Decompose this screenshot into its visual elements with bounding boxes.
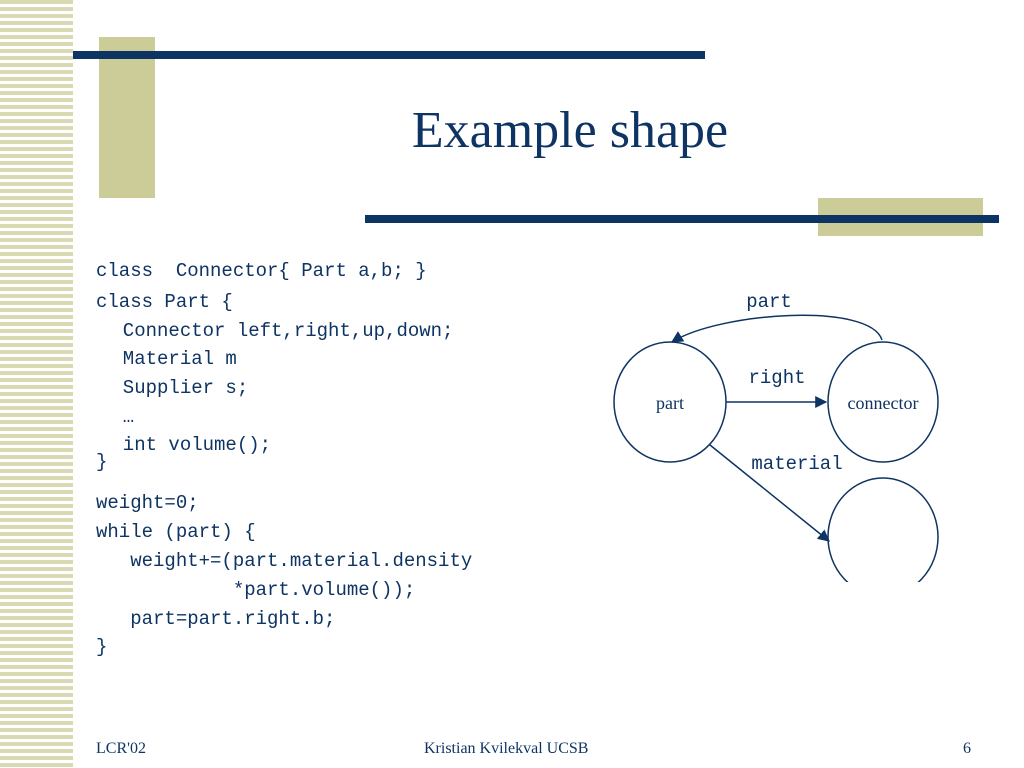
edge-top: [670, 314, 883, 343]
edge-material: [709, 444, 830, 542]
code-line: …: [100, 406, 135, 428]
decorative-stripes: [0, 0, 73, 768]
code-line: while (part) {: [96, 521, 256, 543]
edge-label-top: part: [746, 291, 792, 313]
code-line: *part.volume());: [96, 579, 416, 601]
node-label-connector: connector: [848, 393, 919, 413]
code-line: class Part {: [96, 291, 233, 313]
node-connector: [827, 341, 939, 463]
code-line: }: [96, 636, 108, 658]
page-number: 6: [963, 740, 971, 757]
code-line: weight=0;: [96, 492, 199, 514]
node-third: [827, 477, 939, 582]
code-line: }: [96, 451, 108, 473]
rule-top: [73, 51, 705, 59]
footer-left: LCR'02: [96, 740, 146, 757]
accent-block-top: [99, 37, 155, 198]
slide-title: Example shape: [411, 102, 729, 159]
edge-label-right: right: [748, 367, 805, 389]
node-label-part: part: [656, 393, 684, 413]
code-line: class Connector{ Part a,b; }: [96, 260, 427, 282]
code-line: Material m: [100, 348, 237, 370]
code-line: weight+=(part.material.density: [96, 550, 473, 572]
code-line: part=part.right.b;: [96, 608, 336, 630]
code-line: int volume();: [100, 434, 272, 456]
object-diagram: part connector part right material: [613, 291, 939, 582]
code-line: Supplier s;: [100, 377, 249, 399]
edge-label-material: material: [751, 453, 842, 475]
footer-center: Kristian Kvilekval UCSB: [424, 740, 589, 757]
code-line: Connector left,right,up,down;: [100, 320, 454, 342]
rule-bottom: [365, 215, 999, 223]
